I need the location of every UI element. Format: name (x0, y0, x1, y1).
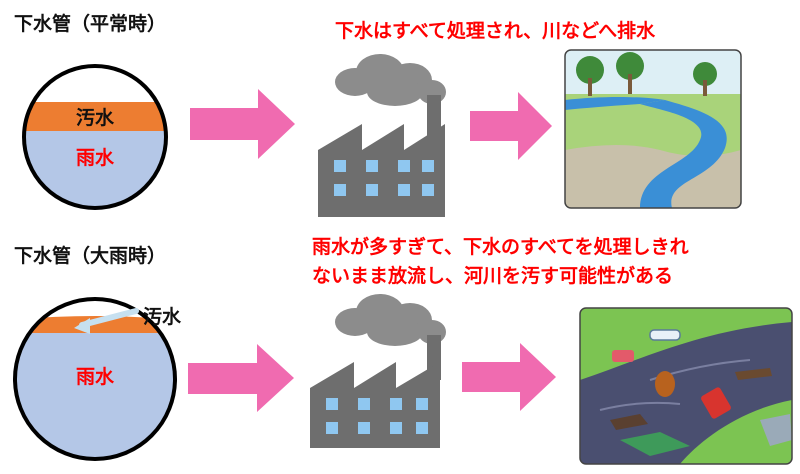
normal-sewage-layer (24, 102, 166, 131)
normal-pipe-section: 汚水 雨水 (22, 64, 168, 210)
bottle-litter (649, 329, 681, 341)
heavy-rain-heading: 下水管（大雨時） (14, 244, 166, 267)
normal-sewage-label: 汚水 (76, 107, 115, 129)
heavy-rain-caption-line2: ないまま放流し、河川を汚す可能性がある (312, 264, 673, 287)
heavy-rain-treatment-plant (310, 294, 446, 448)
normal-factory-windows (334, 160, 434, 196)
normal-factory-building (318, 124, 445, 217)
heavy-rain-pipe-outline (13, 297, 177, 461)
polluted-river-water (580, 322, 792, 464)
normal-arrow-to-plant (190, 89, 295, 159)
normal-pipe-outline (22, 64, 168, 210)
clean-river-illustration (564, 49, 742, 209)
normal-rain-label: 雨水 (76, 147, 115, 169)
clean-river-water (640, 100, 727, 208)
polluted-river-illustration (579, 307, 793, 465)
heavy-rain-factory-windows (326, 398, 428, 434)
heavy-rain-caption-line1: 雨水が多すぎて、下水のすべてを処理しきれ (312, 235, 689, 258)
brown-bottle-litter (655, 371, 675, 397)
heavy-rain-smoke-cloud (335, 294, 446, 346)
normal-caption: 下水はすべて処理され、川などへ排水 (335, 19, 656, 42)
normal-treatment-plant (318, 54, 446, 217)
red-can-litter (701, 387, 731, 419)
heavy-rain-rain-label: 雨水 (76, 366, 115, 388)
normal-smoke-cloud (335, 54, 446, 106)
normal-arrow-to-river (470, 92, 552, 160)
heavy-rain-arrow-to-river (462, 343, 556, 411)
can-litter (612, 350, 634, 362)
heavy-rain-factory-building (310, 362, 440, 448)
heavy-rain-pipe-section: 汚水 雨水 (13, 297, 182, 461)
normal-heading: 下水管（平常時） (14, 12, 166, 35)
heavy-rain-arrow-to-plant (188, 344, 294, 412)
sewage-pointer (79, 308, 139, 328)
heavy-rain-sewage-label: 汚水 (143, 306, 182, 328)
